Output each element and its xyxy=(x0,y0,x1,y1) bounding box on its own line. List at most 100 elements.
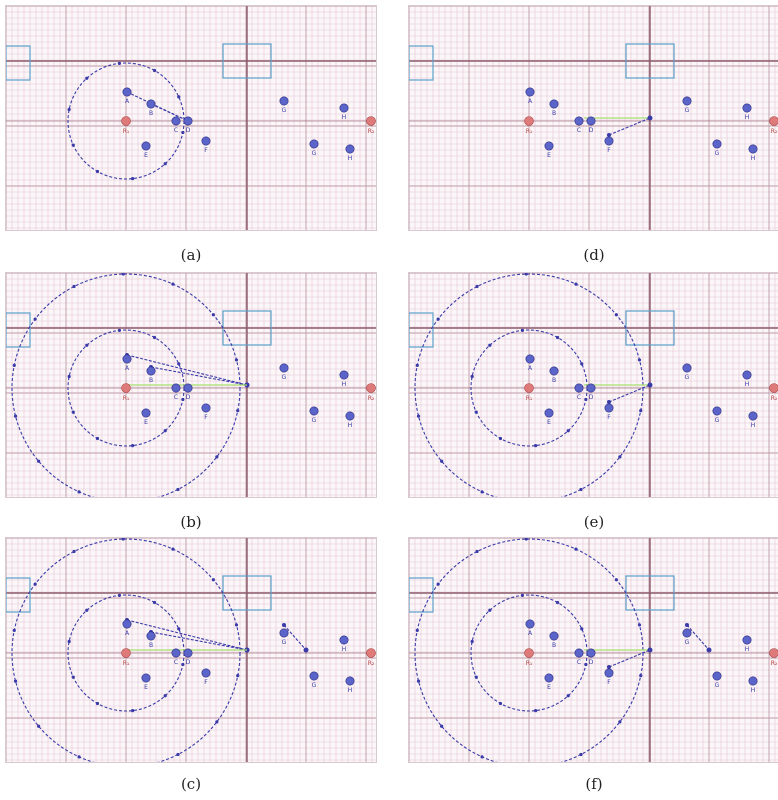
robot-node xyxy=(604,136,614,146)
circle-marker xyxy=(415,363,419,367)
edge-zone-rect xyxy=(6,45,31,81)
circle-marker xyxy=(215,455,219,459)
circle-marker xyxy=(67,107,71,112)
circle-marker xyxy=(163,694,167,698)
robot-node-label: F xyxy=(607,414,611,421)
robot-node-label: D xyxy=(589,659,594,666)
robot-node-label: H xyxy=(745,114,750,121)
robot-node xyxy=(309,671,319,681)
robot-node xyxy=(345,144,355,154)
robot-node-label: G xyxy=(312,417,317,424)
start-point xyxy=(121,116,131,126)
goal-point-label: R₂ xyxy=(368,660,375,667)
segment-endpoint xyxy=(647,115,653,121)
segment-endpoint xyxy=(706,647,712,653)
robot-node xyxy=(171,383,181,393)
robot-node-label: B xyxy=(149,377,153,384)
robot-node xyxy=(549,631,559,641)
robot-node xyxy=(122,619,132,629)
robot-node-label: C xyxy=(577,127,581,134)
circle-marker xyxy=(85,343,89,347)
robot-node xyxy=(712,671,722,681)
circle-marker xyxy=(211,313,215,317)
circle-marker xyxy=(12,628,16,632)
goal-point xyxy=(769,116,778,126)
robot-node xyxy=(141,141,151,151)
start-point xyxy=(524,383,534,393)
circle-marker xyxy=(13,679,18,683)
circle-marker xyxy=(614,578,618,582)
circle-marker xyxy=(171,547,175,551)
robot-node-label: B xyxy=(149,110,153,117)
circle-marker xyxy=(95,169,100,174)
edge-zone-rect xyxy=(409,312,434,348)
caption-b: (b) xyxy=(180,513,202,531)
segment-endpoint xyxy=(647,647,653,653)
start-point xyxy=(121,383,131,393)
circle-marker xyxy=(163,162,167,166)
start-point xyxy=(121,648,131,658)
robot-node xyxy=(279,363,289,373)
robot-node xyxy=(146,631,156,641)
robot-node-label: D xyxy=(589,127,594,134)
outer-radius-circle xyxy=(11,273,241,497)
robot-node xyxy=(309,139,319,149)
robot-node xyxy=(586,648,596,658)
circle-marker xyxy=(177,95,181,99)
robot-node-label: F xyxy=(607,679,611,686)
circle-marker xyxy=(163,429,167,433)
robot-node xyxy=(345,411,355,421)
caption-a: (a) xyxy=(180,246,202,264)
robot-node xyxy=(682,96,692,106)
robot-node-label: B xyxy=(552,110,556,117)
robot-node xyxy=(682,628,692,638)
robot-node xyxy=(574,116,584,126)
robot-node-label: C xyxy=(174,127,178,134)
robot-node-label: G xyxy=(685,639,690,646)
robot-node xyxy=(339,103,349,113)
caption-c: (c) xyxy=(180,775,202,793)
circle-marker xyxy=(566,694,570,698)
robot-node xyxy=(742,370,752,380)
robot-node xyxy=(574,383,584,393)
robot-node xyxy=(525,619,535,629)
circle-marker xyxy=(520,593,524,597)
robot-node xyxy=(544,673,554,683)
robot-node xyxy=(339,370,349,380)
robot-node xyxy=(122,354,132,364)
goal-point xyxy=(769,383,778,393)
circle-marker xyxy=(215,720,219,724)
path-segment xyxy=(126,354,248,386)
robot-node-label: F xyxy=(204,147,208,154)
robot-node xyxy=(604,668,614,678)
outer-radius-circle xyxy=(11,538,241,762)
circle-marker xyxy=(177,627,181,631)
circle-marker xyxy=(580,627,584,631)
goal-point xyxy=(366,383,376,393)
robot-node xyxy=(525,87,535,97)
circle-marker xyxy=(12,363,16,367)
robot-node-label: E xyxy=(144,419,148,426)
robot-node xyxy=(549,366,559,376)
goal-point xyxy=(366,648,376,658)
caption-f: (f) xyxy=(585,775,603,793)
robot-node xyxy=(146,99,156,109)
circle-marker xyxy=(637,358,642,362)
start-point-label: R₁ xyxy=(526,128,533,135)
circle-marker xyxy=(67,639,71,644)
circle-marker xyxy=(416,679,421,683)
robot-node xyxy=(742,635,752,645)
robot-node-label: E xyxy=(547,684,551,691)
path-segment xyxy=(126,619,248,651)
segment-endpoint xyxy=(607,665,611,669)
circle-marker xyxy=(171,282,175,286)
robot-node-label: E xyxy=(144,684,148,691)
circle-marker xyxy=(580,362,584,366)
circle-marker xyxy=(637,623,642,627)
goal-point-label: R₂ xyxy=(771,395,778,402)
edge-zone-rect xyxy=(409,577,434,613)
start-point xyxy=(524,116,534,126)
